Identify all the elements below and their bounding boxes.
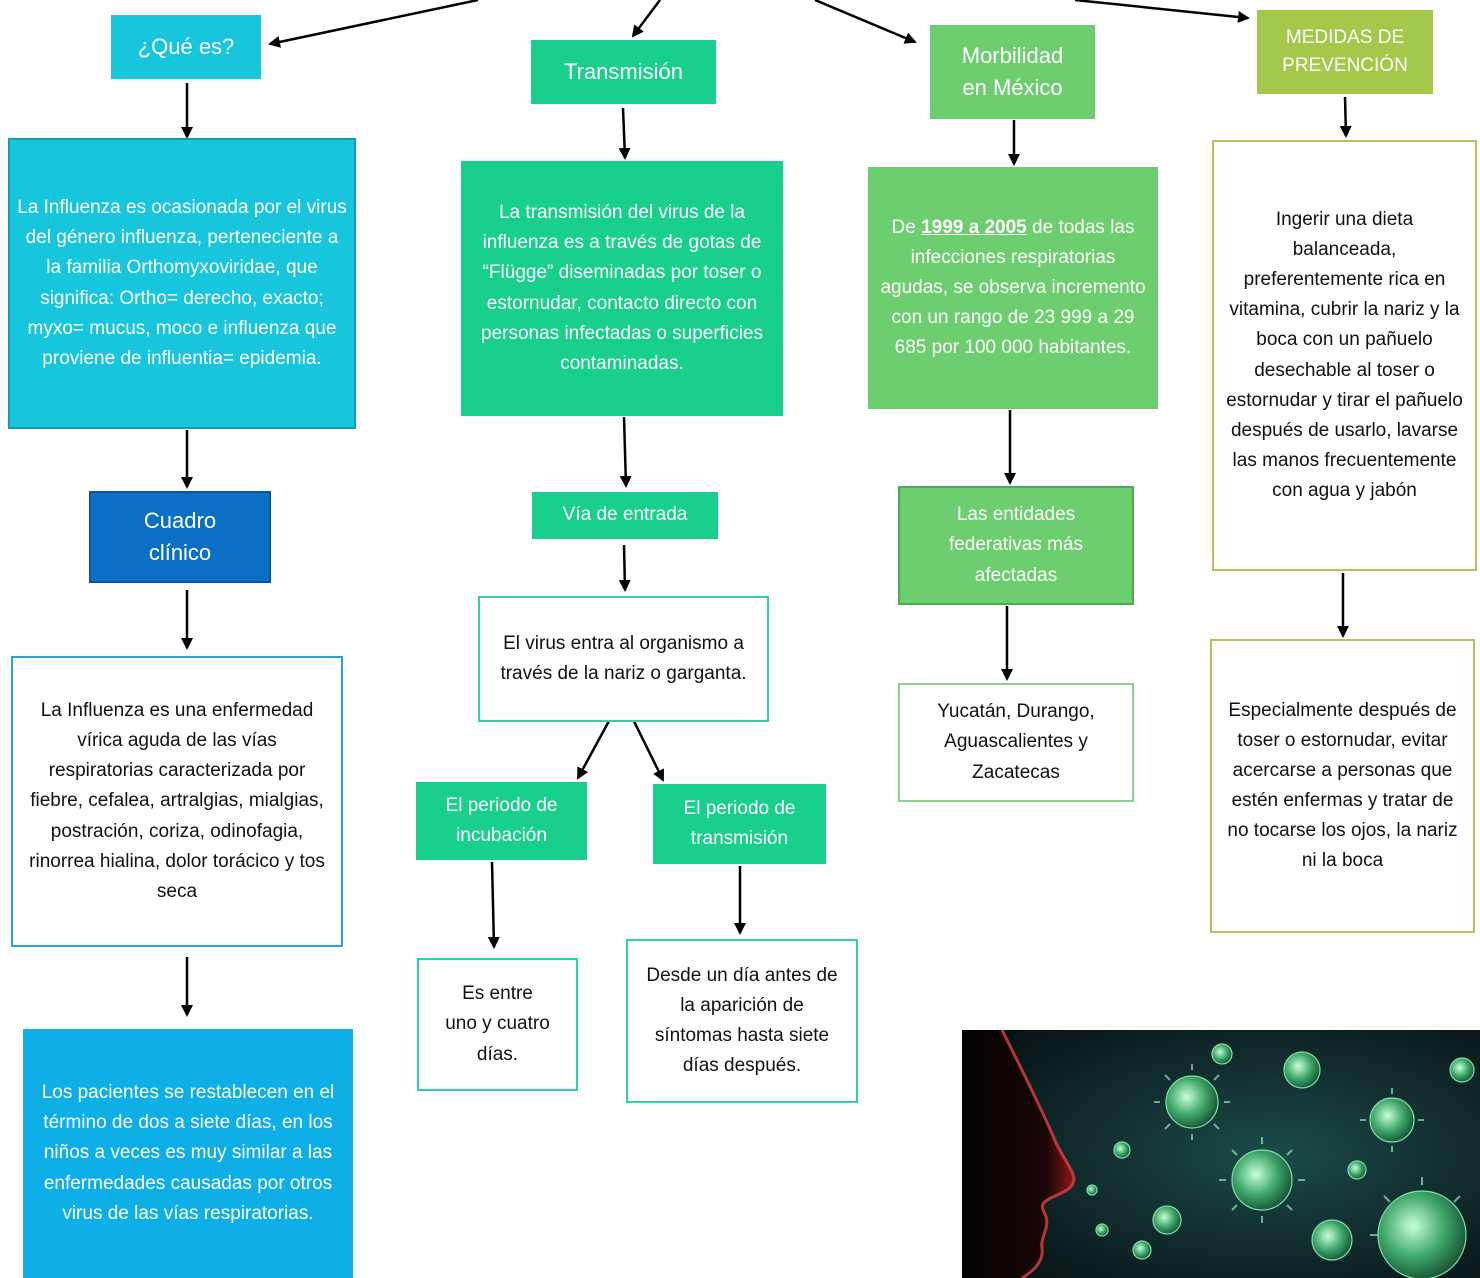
prevencion-text: Ingerir una dieta balanceada, preferente… bbox=[1226, 209, 1463, 501]
prevencion-box-2: Especialmente después de toser o estornu… bbox=[1210, 639, 1475, 933]
definition-box: La Influenza es ocasionada por el virus … bbox=[8, 138, 356, 429]
periodo-transmision-text: Desde un día antes de la aparición de sí… bbox=[646, 964, 838, 1077]
via-entrada-box: El virus entra al organismo a través de … bbox=[478, 596, 769, 722]
prevencion-text-2: Especialmente después de toser o estornu… bbox=[1227, 699, 1458, 872]
prevencion-header: MEDIDAS DE PREVENCIÓN bbox=[1257, 10, 1433, 94]
que-es-title: ¿Qué es? bbox=[137, 34, 235, 60]
transmision-header: Transmisión bbox=[531, 40, 716, 104]
periodo-transmision-header: El periodo de transmisión bbox=[653, 784, 826, 864]
virus-illustration bbox=[962, 1030, 1480, 1278]
via-entrada-text: El virus entra al organismo a través de … bbox=[500, 632, 747, 684]
morbilidad-box: De 1999 a 2005 de todas las infecciones … bbox=[868, 167, 1158, 409]
transmision-text: La transmisión del virus de la influenza… bbox=[481, 202, 763, 374]
que-es-header: ¿Qué es? bbox=[111, 15, 261, 79]
definition-text: La Influenza es ocasionada por el virus … bbox=[17, 197, 347, 369]
cuadro-clinico-title: Cuadro clínico bbox=[143, 508, 217, 565]
incubacion-header: El periodo de incubación bbox=[416, 782, 587, 860]
incubacion-title: El periodo de incubación bbox=[445, 794, 558, 846]
morbilidad-title: Morbilidad en México bbox=[961, 43, 1064, 100]
entidades-box: Yucatán, Durango, Aguascalientes y Zacat… bbox=[898, 683, 1134, 802]
cuadro-clinico-header: Cuadro clínico bbox=[89, 491, 271, 583]
periodo-transmision-box: Desde un día antes de la aparición de sí… bbox=[626, 939, 858, 1103]
entidades-text: Yucatán, Durango, Aguascalientes y Zacat… bbox=[937, 701, 1095, 783]
via-entrada-title: Vía de entrada bbox=[562, 504, 688, 526]
transmision-box: La transmisión del virus de la influenza… bbox=[461, 161, 783, 416]
morbilidad-text: De 1999 a 2005 de todas las infecciones … bbox=[880, 213, 1146, 363]
incubacion-box: Es entre uno y cuatro días. bbox=[417, 958, 578, 1091]
morbilidad-header: Morbilidad en México bbox=[930, 25, 1095, 119]
cuadro-clinico-text: La Influenza es una enfermedad vírica ag… bbox=[29, 700, 325, 902]
morbilidad-years: 1999 a 2005 bbox=[921, 216, 1027, 238]
morbilidad-text-prefix: De bbox=[891, 216, 922, 238]
transmision-title: Transmisión bbox=[564, 59, 683, 85]
prevencion-title: MEDIDAS DE PREVENCIÓN bbox=[1282, 26, 1408, 77]
entidades-header: Las entidades federativas más afectadas bbox=[898, 486, 1134, 605]
cuadro-clinico-box: La Influenza es una enfermedad vírica ag… bbox=[11, 656, 343, 947]
recovery-box: Los pacientes se restablecen en el térmi… bbox=[23, 1029, 353, 1278]
morbilidad-text-suffix: de todas las infecciones respiratorias a… bbox=[880, 216, 1146, 359]
prevencion-box: Ingerir una dieta balanceada, preferente… bbox=[1212, 140, 1477, 571]
incubacion-text: Es entre uno y cuatro días. bbox=[445, 983, 550, 1065]
entidades-title: Las entidades federativas más afectadas bbox=[948, 504, 1084, 586]
periodo-transmision-title: El periodo de transmisión bbox=[683, 797, 796, 849]
via-entrada-header: Vía de entrada bbox=[532, 492, 718, 539]
recovery-text: Los pacientes se restablecen en el térmi… bbox=[41, 1082, 335, 1224]
